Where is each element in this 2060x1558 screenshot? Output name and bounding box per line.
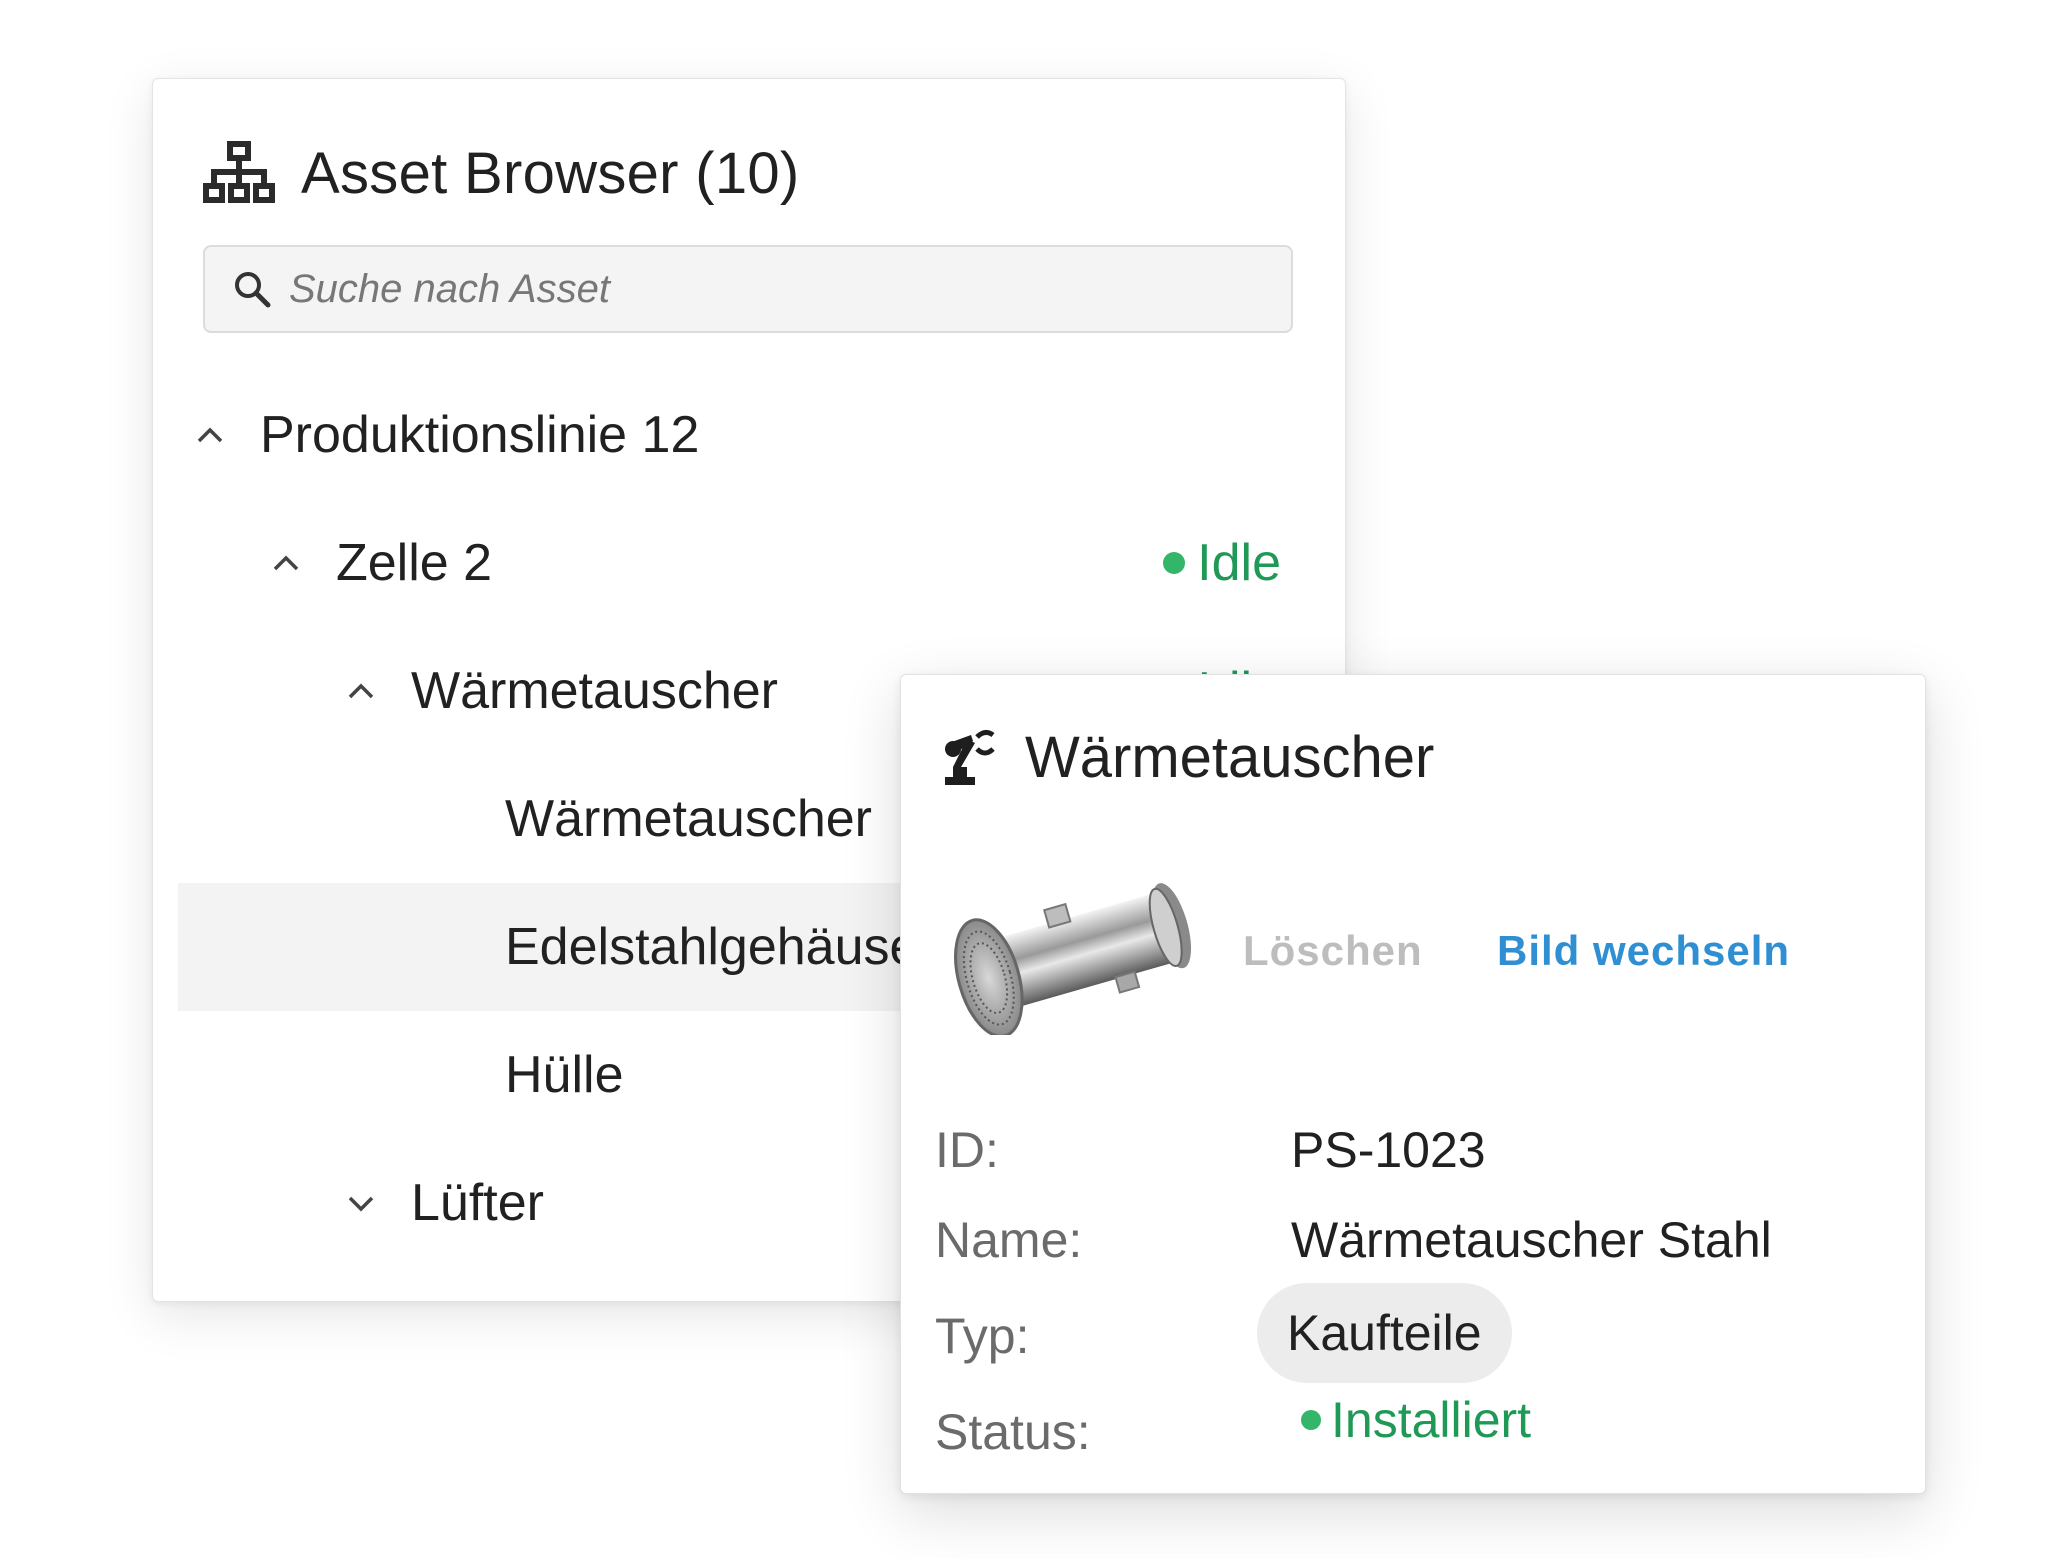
status-badge: Idle — [1163, 533, 1281, 593]
tree-item-label: Edelstahlgehäuse — [505, 918, 919, 976]
chevron-up-icon[interactable] — [192, 417, 228, 453]
name-value: Wärmetauscher Stahl — [1291, 1212, 1772, 1268]
tree-item-waermetauscher-leaf[interactable]: Wärmetauscher — [178, 755, 1343, 883]
search-field[interactable] — [203, 245, 1293, 333]
type-label: Typ: — [935, 1308, 1030, 1364]
type-chip: Kaufteile — [1257, 1283, 1512, 1383]
id-label: ID: — [935, 1122, 999, 1178]
panel-header: Asset Browser (10) — [203, 137, 800, 209]
card-title: Wärmetauscher — [1025, 724, 1435, 790]
chevron-down-icon[interactable] — [343, 1185, 379, 1221]
delete-image-button[interactable]: Löschen — [1243, 919, 1423, 983]
chevron-up-icon[interactable] — [268, 545, 304, 581]
search-input[interactable] — [287, 265, 1191, 313]
id-value: PS-1023 — [1291, 1122, 1486, 1178]
tree-item-label: Hülle — [505, 1046, 624, 1104]
tree-item-label: Produktionslinie 12 — [260, 406, 700, 464]
tree-item-label: Zelle 2 — [336, 534, 493, 592]
card-header: Wärmetauscher — [939, 719, 1434, 795]
status-dot — [1163, 552, 1186, 574]
tree-item-label: Wärmetauscher — [411, 662, 778, 720]
panel-title: Asset Browser (10) — [301, 140, 800, 206]
chevron-up-icon[interactable] — [343, 673, 379, 709]
status-dot — [1301, 1410, 1321, 1430]
search-icon — [235, 272, 271, 308]
tree-item-label: Wärmetauscher — [505, 790, 872, 848]
tree-item-produktionslinie[interactable]: Produktionslinie 12 — [178, 371, 1343, 499]
hierarchy-icon — [203, 141, 275, 203]
tree-item-label: Lüfter — [411, 1174, 544, 1232]
tree-item-waermetauscher[interactable]: Wärmetauscher Idle — [178, 627, 1343, 755]
asset-image — [954, 883, 1192, 1035]
tree-item-luefter[interactable]: Lüfter — [178, 1139, 1343, 1267]
asset-detail-card: Wärmetauscher Löschen Bild — [900, 674, 1926, 1494]
change-image-button[interactable]: Bild wechseln — [1497, 919, 1790, 983]
tree-item-huelle[interactable]: Hülle — [178, 1011, 1343, 1139]
tree-item-zelle[interactable]: Zelle 2 Idle — [178, 499, 1343, 627]
status-value: Installiert — [1301, 1391, 1531, 1449]
name-label: Name: — [935, 1212, 1083, 1268]
robot-arm-icon — [945, 729, 995, 785]
status-label: Status: — [935, 1404, 1091, 1460]
